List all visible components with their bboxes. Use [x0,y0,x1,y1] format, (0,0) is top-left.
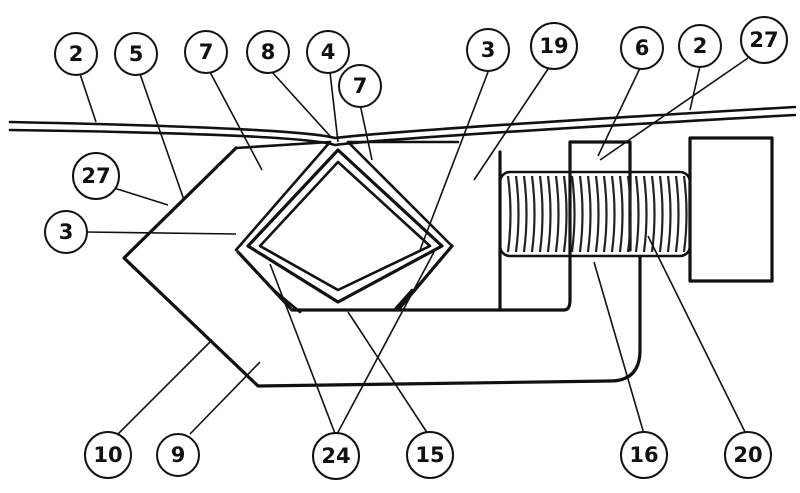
label-20: 20 [724,431,772,479]
svg-text:6: 6 [635,36,650,60]
right-block [688,136,774,283]
screw-thread [666,175,672,253]
label-10: 10 [84,431,132,479]
svg-text:9: 9 [171,443,186,467]
screw-bracket [498,140,632,312]
leader-lines [79,57,749,437]
svg-text:2: 2 [69,42,84,66]
top-double-line [8,105,797,147]
svg-text:27: 27 [749,28,778,52]
svg-text:4: 4 [321,40,336,64]
svg-text:8: 8 [261,40,276,64]
screw-thread [682,175,688,253]
screw-thread [514,175,520,253]
label-3-left: 3 [44,210,88,254]
svg-text:5: 5 [129,42,144,66]
label-9: 9 [156,433,200,477]
screw-thread [610,175,616,253]
label-27-left: 27 [72,152,120,200]
screw-thread [586,175,592,253]
reference-labels: 2 5 7 8 4 7 3 19 6 2 27 27 3 10 9 24 15 … [44,16,788,480]
label-19: 19 [530,22,578,70]
screw-thread [562,175,568,253]
label-7-right: 7 [338,64,382,108]
svg-text:7: 7 [353,74,368,98]
screw-thread [546,175,552,253]
screw-thread [538,175,544,253]
svg-text:7: 7 [199,40,214,64]
svg-text:19: 19 [539,34,568,58]
label-24: 24 [312,432,360,480]
svg-text:15: 15 [415,443,444,467]
screw-thread [642,175,648,253]
label-7-left: 7 [184,30,228,74]
svg-text:3: 3 [481,38,496,62]
label-27-top: 27 [740,16,788,64]
screw-thread [522,175,528,253]
screw-thread [554,175,560,253]
svg-text:24: 24 [321,444,350,468]
svg-text:20: 20 [733,443,762,467]
screw-thread [602,175,608,253]
screw-thread [578,175,584,253]
label-16: 16 [620,431,668,479]
upper-jaw-wedges [234,140,460,252]
outer-body [122,146,642,388]
label-2-left: 2 [54,32,98,76]
threaded-screw [498,170,692,258]
label-2-right: 2 [678,24,722,68]
screw-thread [506,175,512,253]
svg-text:16: 16 [629,443,658,467]
lower-trough [236,244,566,314]
svg-text:27: 27 [81,164,110,188]
screw-thread [674,175,680,253]
screw-thread [658,175,664,253]
inner-diamond [246,148,444,304]
label-6: 6 [620,26,664,70]
label-4: 4 [306,30,350,74]
screw-thread [650,175,656,253]
screw-thread [626,175,632,253]
label-15: 15 [406,431,454,479]
label-5: 5 [114,32,158,76]
svg-text:10: 10 [93,443,122,467]
label-3-top: 3 [466,28,510,72]
screw-thread [570,175,576,253]
screw-thread [530,175,536,253]
svg-text:3: 3 [59,220,74,244]
svg-text:2: 2 [693,34,708,58]
screw-thread [594,175,600,253]
label-8: 8 [246,30,290,74]
screw-thread [618,175,624,253]
screw-thread [634,175,640,253]
